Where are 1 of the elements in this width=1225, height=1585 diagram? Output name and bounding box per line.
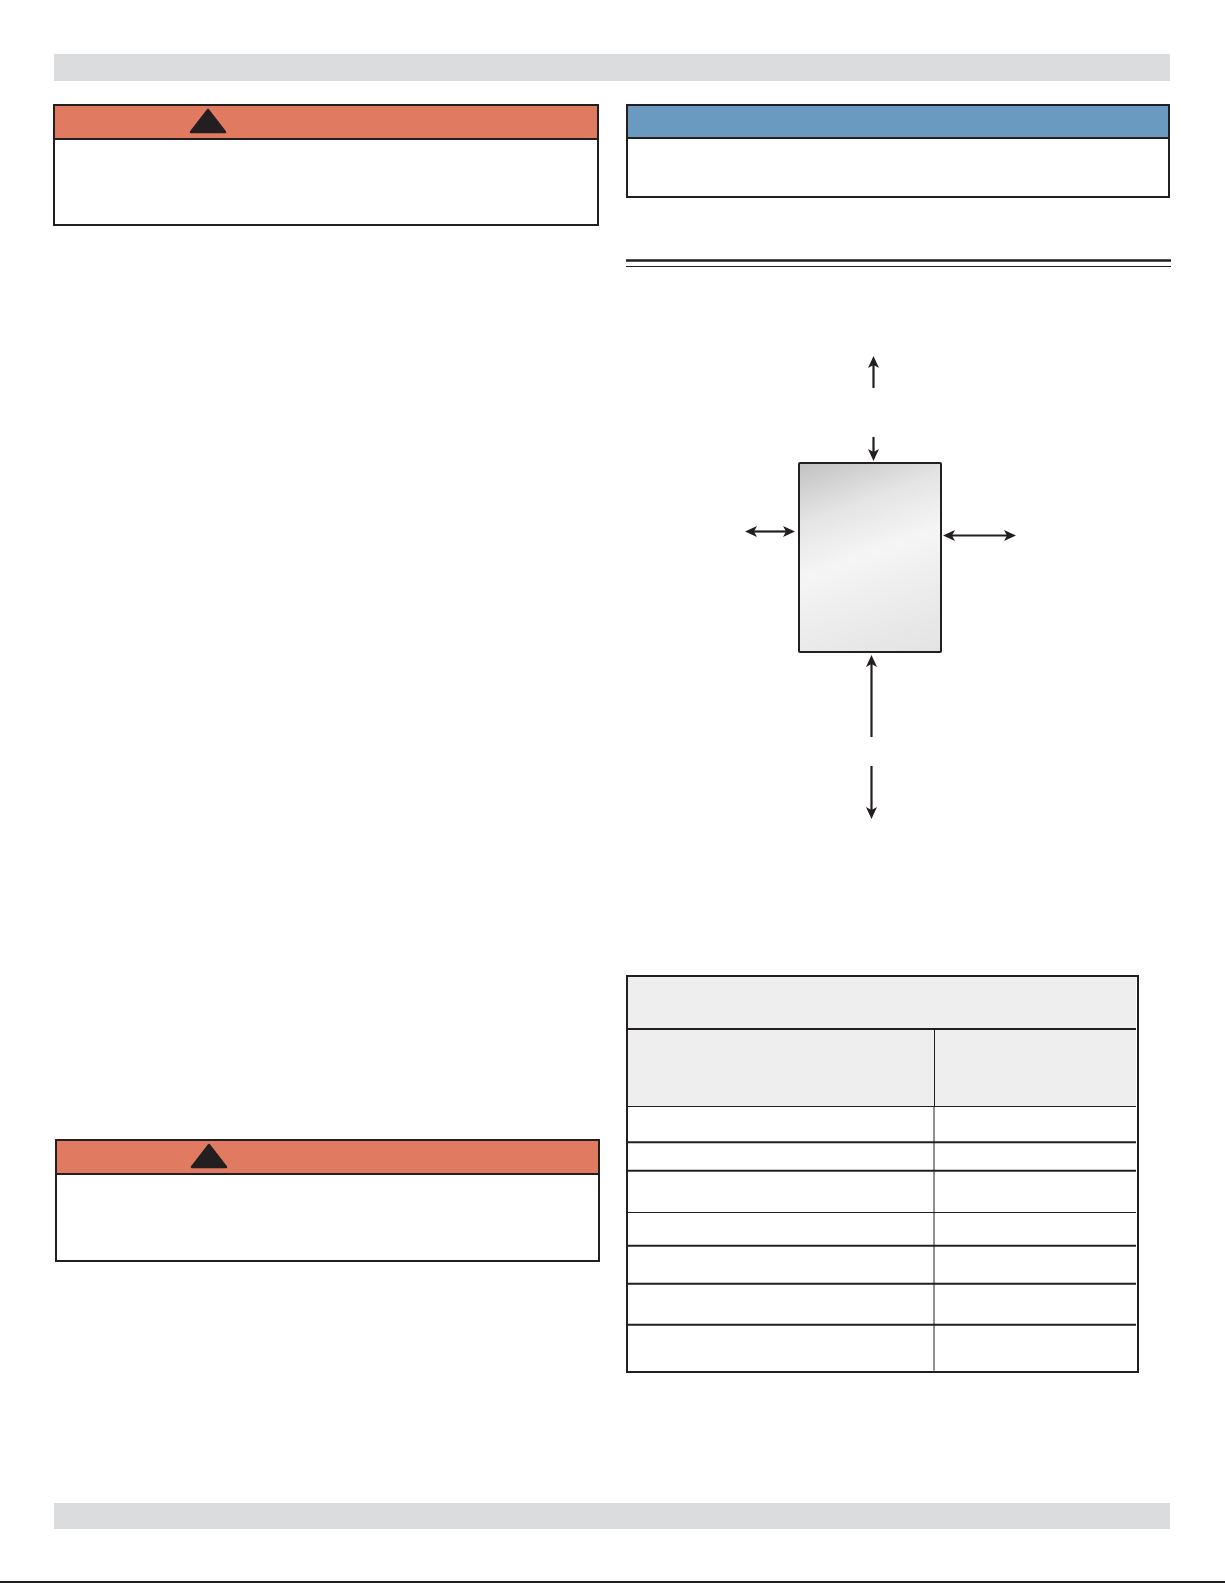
unit-box [798, 462, 942, 653]
